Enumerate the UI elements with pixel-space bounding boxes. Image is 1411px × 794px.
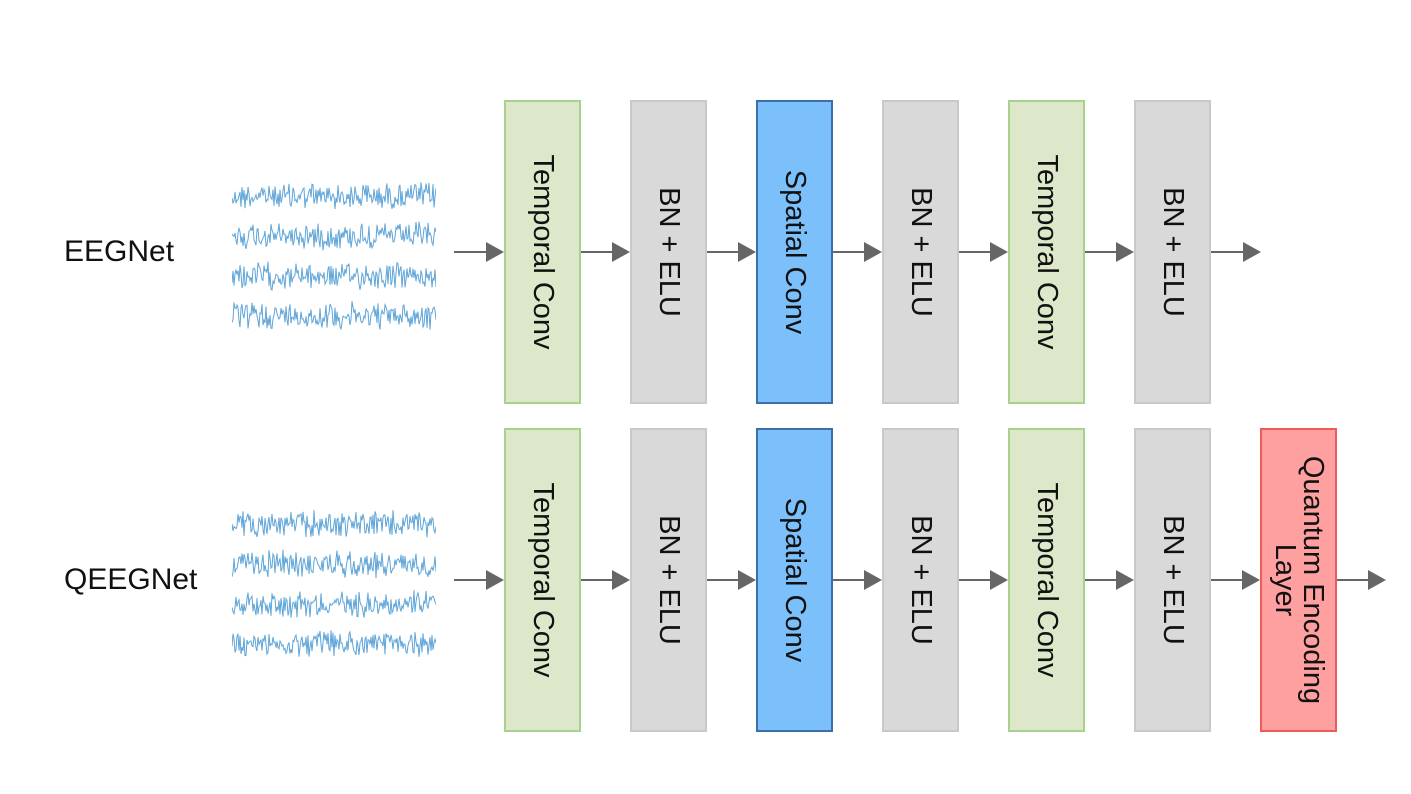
block-spatial-conv: Spatial Conv [756,100,833,404]
block-label: Temporal Conv [526,482,559,678]
block-label: BN + ELU [1156,515,1189,645]
qeegnet-label: QEEGNet [64,563,198,596]
eegnet-label: EEGNet [64,235,175,268]
right-arrow-icon [707,242,756,262]
right-arrow-icon [581,570,630,590]
block-spatial-conv: Spatial Conv [756,428,833,732]
eeg-channel-trace [232,630,436,657]
block-bn-elu: BN + ELU [630,428,707,732]
right-arrow-icon [454,242,504,262]
eeg-channel-trace [232,182,436,210]
right-arrow-icon [1337,570,1386,590]
block-label: Temporal Conv [1030,154,1063,350]
eeg-waveform-icon [232,510,436,657]
eeg-channel-trace [232,510,436,538]
block-label: Temporal Conv [1030,482,1063,678]
block-bn-elu: BN + ELU [1134,428,1211,732]
right-arrow-icon [1211,242,1261,262]
block-label: BN + ELU [904,515,937,645]
right-arrow-icon [959,242,1008,262]
eeg-channel-trace [232,261,436,291]
right-arrow-icon [1085,570,1134,590]
eeg-channel-trace [232,221,436,251]
eeg-waveform-icon [232,182,436,330]
right-arrow-icon [1085,242,1134,262]
block-temporal-conv: Temporal Conv [504,100,581,404]
eeg-channel-trace [232,549,436,579]
block-label: BN + ELU [652,515,685,645]
right-arrow-icon [707,570,756,590]
right-arrow-icon [833,570,882,590]
right-arrow-icon [581,242,630,262]
block-label: Spatial Conv [778,169,811,335]
block-temporal-conv: Temporal Conv [1008,100,1085,404]
right-arrow-icon [1211,570,1260,590]
block-label: BN + ELU [652,187,685,317]
block-label: BN + ELU [904,187,937,317]
block-label: Quantum Encoding Layer [1268,455,1329,705]
block-temporal-conv: Temporal Conv [504,428,581,732]
block-temporal-conv: Temporal Conv [1008,428,1085,732]
eeg-channel-trace [232,301,436,330]
block-quantum-encoding-layer: Quantum Encoding Layer [1260,428,1337,732]
eegnet-pipeline: EEGNet Temporal Conv BN + ELU Spatial Co… [0,100,1411,404]
right-arrow-icon [959,570,1008,590]
block-label: Temporal Conv [526,154,559,350]
eeg-channel-trace [232,590,436,618]
block-bn-elu: BN + ELU [1134,100,1211,404]
qeegnet-pipeline: QEEGNet Temporal Conv BN + ELU Spatial C… [0,428,1411,732]
block-label: BN + ELU [1156,187,1189,317]
block-bn-elu: BN + ELU [882,428,959,732]
block-bn-elu: BN + ELU [882,100,959,404]
right-arrow-icon [454,570,504,590]
block-label: Spatial Conv [778,497,811,663]
block-bn-elu: BN + ELU [630,100,707,404]
right-arrow-icon [833,242,882,262]
